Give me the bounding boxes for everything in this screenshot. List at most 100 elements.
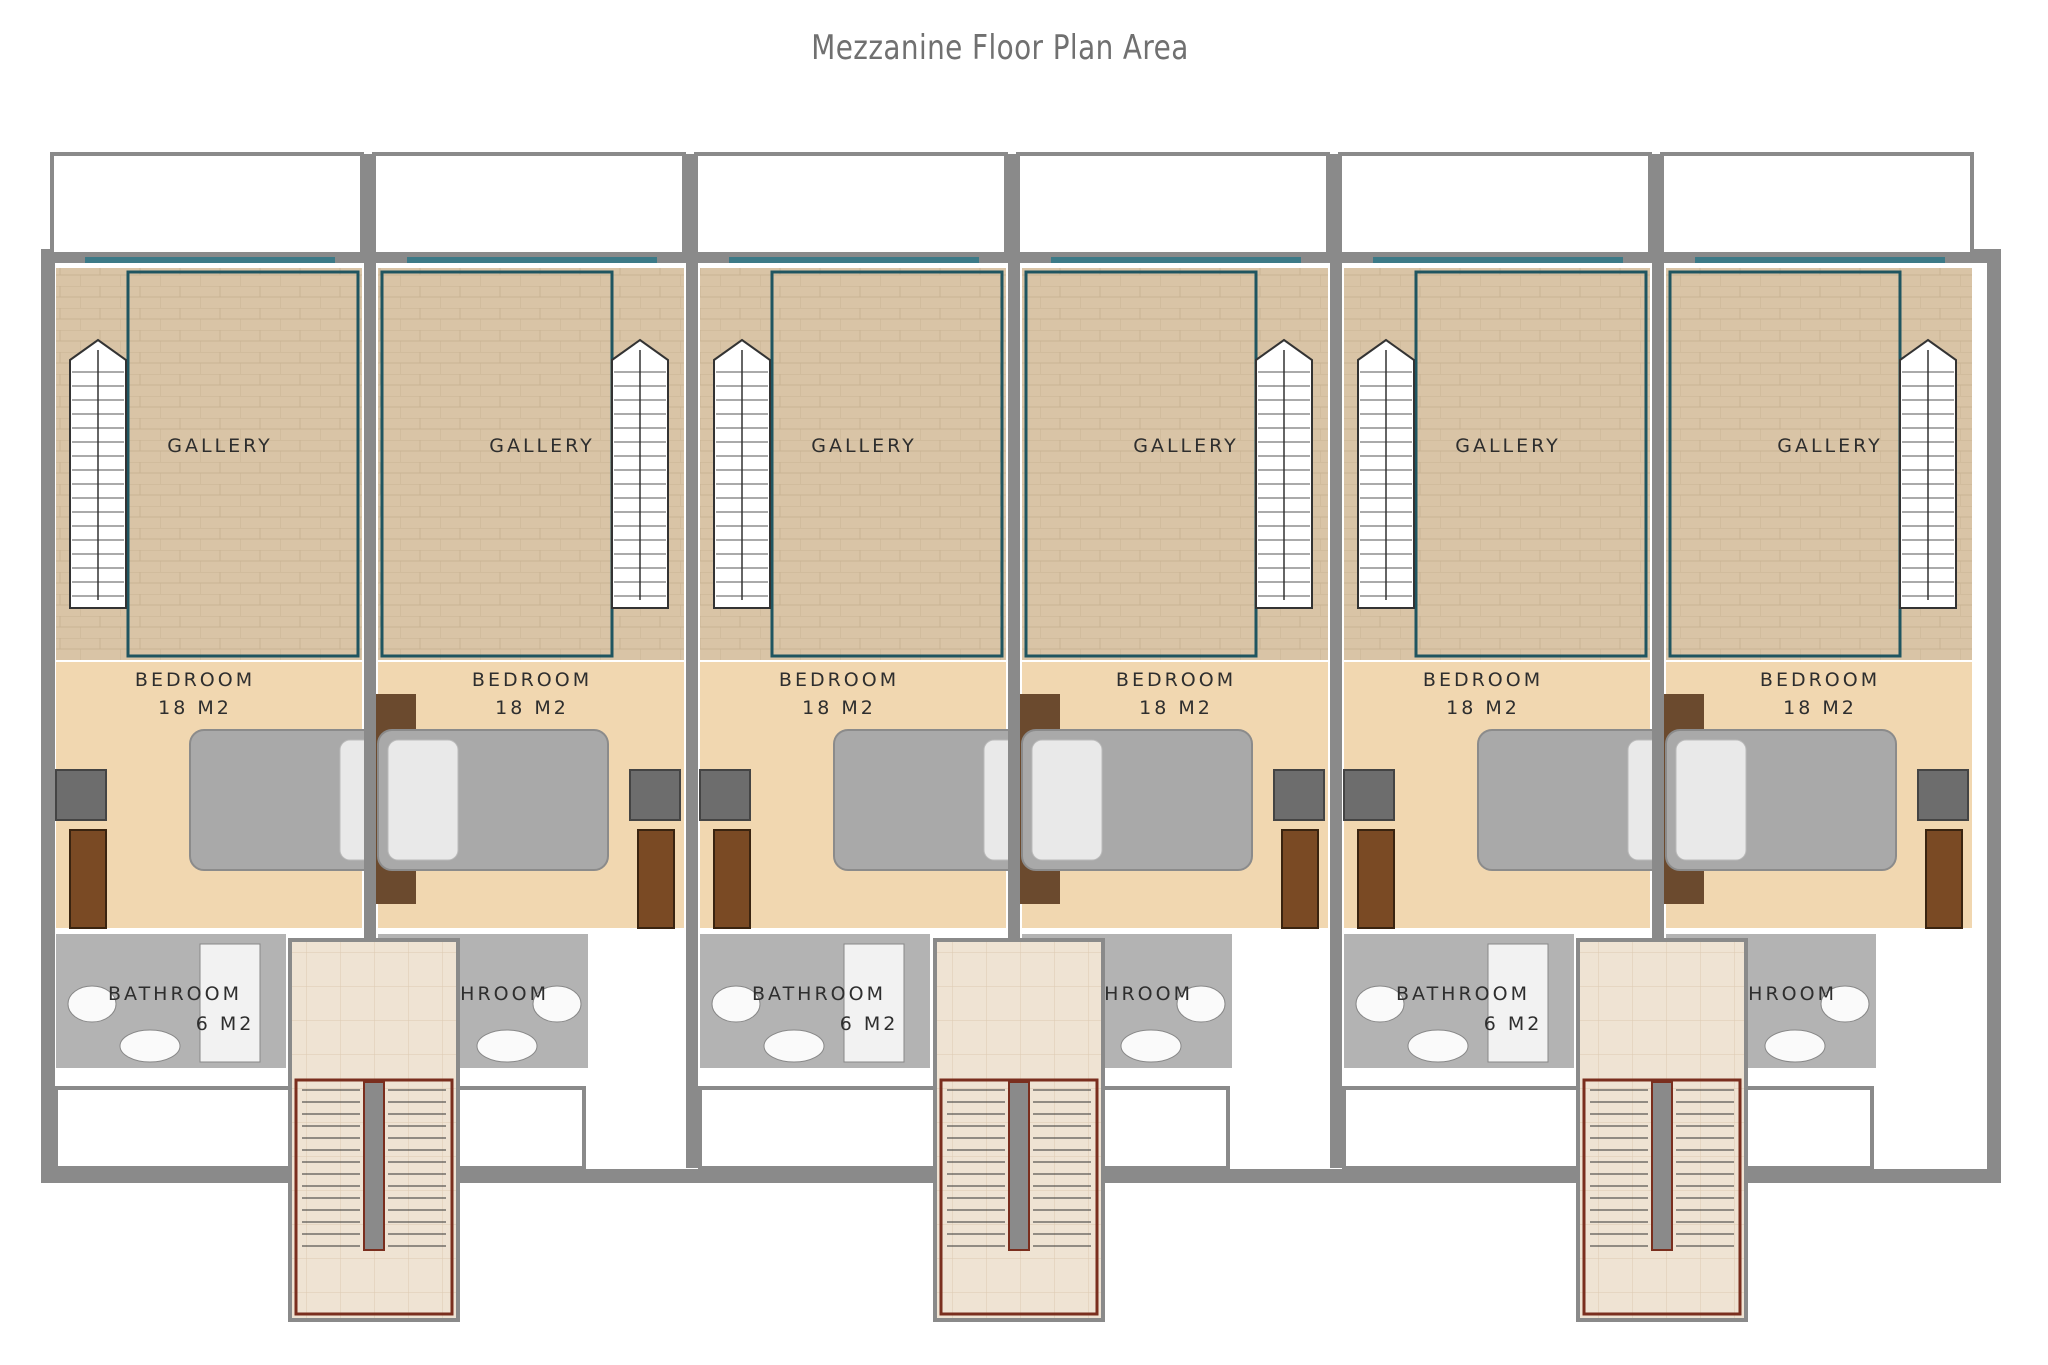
- gallery-label: GALLERY: [167, 435, 273, 457]
- window: [1373, 257, 1623, 263]
- sink: [1764, 1029, 1826, 1063]
- internal-stair: [1255, 338, 1313, 609]
- sink: [119, 1029, 181, 1063]
- rear-balcony: [54, 1086, 298, 1170]
- window: [85, 257, 335, 263]
- window: [407, 257, 657, 263]
- bedroom-area: 18 M2: [802, 697, 876, 719]
- pillows: [1675, 739, 1747, 861]
- balcony: [694, 152, 1008, 256]
- internal-stair: [69, 338, 127, 609]
- rear-balcony: [698, 1086, 942, 1170]
- bed: [1662, 694, 1897, 904]
- wardrobe: [69, 829, 107, 929]
- stair-rail: [1582, 1078, 1742, 1316]
- wardrobe: [637, 829, 675, 929]
- wardrobe: [1281, 829, 1319, 929]
- stair-core: [363, 1081, 385, 1251]
- bedroom-area: 18 M2: [158, 697, 232, 719]
- gallery-label: GALLERY: [1455, 435, 1561, 457]
- column: [1343, 769, 1395, 821]
- party-wall: [364, 154, 376, 1168]
- toilet: [1820, 985, 1870, 1023]
- internal-stair: [1357, 338, 1415, 609]
- window: [1695, 257, 1945, 263]
- bedroom-area: 18 M2: [1783, 697, 1857, 719]
- entrance-stair-2: [933, 938, 1105, 1322]
- bedroom-label: BEDROOM: [1423, 669, 1543, 691]
- sink: [1407, 1029, 1469, 1063]
- shower: [843, 943, 905, 1063]
- internal-stair: [611, 338, 669, 609]
- bedroom-label: BEDROOM: [135, 669, 255, 691]
- entrance-stair-3: [1576, 938, 1748, 1322]
- toilet: [67, 985, 117, 1023]
- toilet: [532, 985, 582, 1023]
- gallery-void: [1414, 270, 1648, 658]
- wardrobe: [713, 829, 751, 929]
- balcony: [1660, 152, 1974, 256]
- wardrobe: [1925, 829, 1963, 929]
- stair-rail: [939, 1078, 1099, 1316]
- stair-rail: [294, 1078, 454, 1316]
- bedroom-label: BEDROOM: [1116, 669, 1236, 691]
- gallery-label: GALLERY: [489, 435, 595, 457]
- party-wall: [686, 154, 698, 1168]
- bathroom-label: BATHROOM: [752, 983, 886, 1005]
- pillows: [387, 739, 459, 861]
- balcony: [50, 152, 364, 256]
- bathroom-label: BATHROOM: [1396, 983, 1530, 1005]
- column: [1273, 769, 1325, 821]
- unit-3: GALLERY BEDROOM 18 M2 BATHROOM 6 M2: [686, 152, 1066, 1170]
- balcony: [1338, 152, 1652, 256]
- bed: [1018, 694, 1253, 904]
- bedroom-label: BEDROOM: [779, 669, 899, 691]
- sink: [476, 1029, 538, 1063]
- page-title: Mezzanine Floor Plan Area: [811, 28, 1189, 68]
- sink: [1120, 1029, 1182, 1063]
- column: [55, 769, 107, 821]
- stair-core: [1651, 1081, 1673, 1251]
- party-wall: [1330, 154, 1342, 1168]
- bedroom-area: 18 M2: [1446, 697, 1520, 719]
- bathroom-area: 6 M2: [1484, 1013, 1543, 1035]
- bathroom-area: 6 M2: [840, 1013, 899, 1035]
- toilet: [1355, 985, 1405, 1023]
- wardrobe: [1357, 829, 1395, 929]
- shower: [1487, 943, 1549, 1063]
- bathroom-label: BATHROOM: [108, 983, 242, 1005]
- rear-balcony: [1342, 1086, 1586, 1170]
- gallery-label: GALLERY: [811, 435, 917, 457]
- stair-core: [1008, 1081, 1030, 1251]
- sink: [763, 1029, 825, 1063]
- bed: [374, 694, 609, 904]
- unit-5: GALLERY BEDROOM 18 M2 BATHROOM 6 M2: [1330, 152, 1710, 1170]
- pillows: [1031, 739, 1103, 861]
- column: [629, 769, 681, 821]
- balcony: [372, 152, 686, 256]
- internal-stair: [1899, 338, 1957, 609]
- bedroom-area: 18 M2: [495, 697, 569, 719]
- party-wall: [1008, 154, 1020, 1168]
- column: [699, 769, 751, 821]
- gallery-label: GALLERY: [1777, 435, 1883, 457]
- bedroom-label: BEDROOM: [472, 669, 592, 691]
- window: [1051, 257, 1301, 263]
- internal-stair: [713, 338, 771, 609]
- shower: [199, 943, 261, 1063]
- gallery-label: GALLERY: [1133, 435, 1239, 457]
- toilet: [1176, 985, 1226, 1023]
- balcony: [1016, 152, 1330, 256]
- gallery-void: [126, 270, 360, 658]
- window: [729, 257, 979, 263]
- bedroom-label: BEDROOM: [1760, 669, 1880, 691]
- party-wall: [1652, 154, 1664, 1168]
- bedroom-area: 18 M2: [1139, 697, 1213, 719]
- entrance-stair-1: [288, 938, 460, 1322]
- gallery-void: [770, 270, 1004, 658]
- toilet: [711, 985, 761, 1023]
- column: [1917, 769, 1969, 821]
